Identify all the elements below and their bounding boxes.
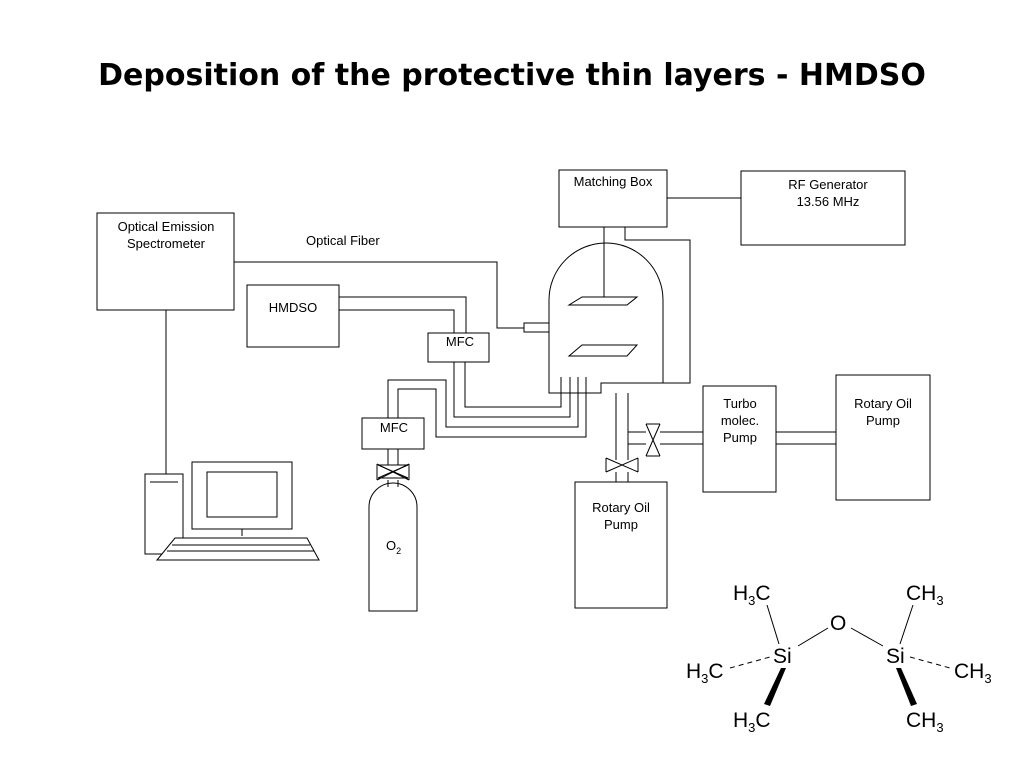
rotary-bottom-label-line2: Pump bbox=[604, 517, 638, 532]
hmdso-label: HMDSO bbox=[269, 300, 317, 315]
rf-generator: RF Generator 13.56 MHz bbox=[740, 170, 906, 246]
rotary-right-label-line2: Pump bbox=[866, 413, 900, 428]
o2-pipe-outer bbox=[387, 379, 579, 428]
turbo-valve-icon bbox=[645, 423, 661, 457]
o2-label: O2 bbox=[386, 538, 401, 556]
lower-electrode bbox=[567, 344, 639, 357]
gas-inlet-tubes bbox=[560, 377, 587, 393]
o2-valve-outline bbox=[376, 463, 410, 481]
h3c-bottom-left: H3C bbox=[733, 709, 771, 735]
ch3-right: CH3 bbox=[954, 660, 992, 686]
hmdso-source: HMDSO bbox=[246, 284, 340, 348]
rotary-bottom-label-line1: Rotary Oil bbox=[592, 500, 650, 515]
rotary-oil-pump-bottom: Rotary Oil Pump bbox=[574, 481, 668, 609]
silicon-left: Si bbox=[773, 645, 792, 668]
oes-label-line1: Optical Emission bbox=[118, 219, 215, 234]
turbo-label-line1: Turbo bbox=[723, 396, 756, 411]
hmdso-pipe-outer bbox=[339, 296, 467, 333]
turbo-label-line2: molec. bbox=[721, 413, 759, 428]
turbo-molecular-pump: Turbo molec. Pump bbox=[702, 385, 777, 493]
rotary-oil-pump-right: Rotary Oil Pump bbox=[835, 374, 931, 501]
mfc-hmdso-pipe-inner bbox=[464, 362, 562, 408]
hmdso-molecule: H3C CH3 O Si Si H3C CH3 H3C CH3 bbox=[686, 582, 992, 735]
matching-box-label: Matching Box bbox=[574, 174, 653, 189]
mfc-hmdso: MFC bbox=[427, 332, 490, 363]
rf-generator-label: RF Generator bbox=[788, 177, 868, 192]
hmdso-pipe-inner bbox=[339, 309, 455, 333]
oxygen-atom: O bbox=[830, 612, 846, 635]
rotary-valve-icon bbox=[605, 457, 639, 473]
rf-generator-frequency: 13.56 MHz bbox=[797, 194, 860, 209]
h3c-left: H3C bbox=[686, 660, 724, 686]
mfc-o2-label: MFC bbox=[380, 420, 408, 435]
mfc-hmdso-label: MFC bbox=[446, 334, 474, 349]
matching-box: Matching Box bbox=[558, 169, 668, 228]
optical-window bbox=[523, 322, 550, 333]
upper-electrode bbox=[567, 296, 639, 306]
rotary-right-label-line1: Rotary Oil bbox=[854, 396, 912, 411]
turbo-label-line3: Pump bbox=[723, 430, 757, 445]
matching-ground-line bbox=[624, 227, 691, 384]
oes-label-line2: Spectrometer bbox=[127, 236, 206, 251]
optical-emission-spectrometer: Optical Emission Spectrometer bbox=[96, 212, 235, 311]
plasma-chamber bbox=[548, 242, 664, 394]
computer-icon bbox=[144, 461, 320, 561]
mfc-hmdso-pipe-outer bbox=[453, 362, 571, 418]
ch3-bottom-right: CH3 bbox=[906, 709, 944, 735]
silicon-right: Si bbox=[886, 645, 905, 668]
o2-cylinder: O2 bbox=[368, 482, 418, 612]
optical-fiber-label: Optical Fiber bbox=[306, 233, 380, 248]
mfc-o2: MFC bbox=[361, 417, 425, 450]
optical-fiber-line bbox=[234, 261, 524, 329]
h3c-top-left: H3C bbox=[733, 582, 771, 608]
ch3-top-right: CH3 bbox=[906, 582, 944, 608]
o2-pipe-inner bbox=[397, 388, 587, 438]
page-title: Deposition of the protective thin layers… bbox=[98, 58, 926, 93]
